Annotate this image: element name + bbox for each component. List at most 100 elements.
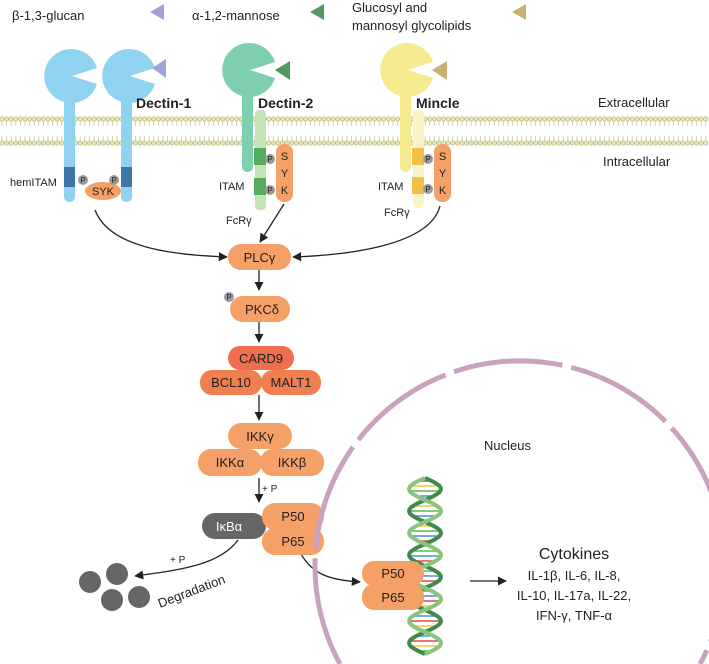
svg-text:P: P [111,176,116,185]
hemitam-motif-left [64,167,75,187]
phospho-icon [265,154,275,164]
legend-label-glycolipids-1: Glucosyl and [352,0,427,15]
svg-text:Y: Y [281,168,289,180]
bcl10-label: BCL10 [211,375,251,390]
mincle-label: Mincle [416,95,460,111]
dectin-1-crd-right [102,48,155,103]
legend: β-1,3-glucan α-1,2-mannose Glucosyl and … [12,0,526,33]
svg-text:P: P [425,185,430,194]
svg-text:P: P [80,176,85,185]
degraded-fragments [79,563,150,611]
arrow-mincle-to-plcg [292,205,441,262]
syk-label: SYK [92,186,115,198]
nuclear-p65-node [362,584,424,610]
ikba-label: IκBα [216,519,243,534]
bcl10-node [200,370,262,395]
itam-motif-1 [254,148,266,165]
svg-text:P: P [425,155,430,164]
mincle-itam-motif-2 [412,177,424,194]
arrow-degradation [134,539,239,580]
cytokines-title: Cytokines [539,546,609,563]
syk-kinase [85,182,121,200]
arrow-dectin2-to-plcg [259,203,285,243]
dectin-2-fcrg-label: FcRγ [226,215,252,227]
dectin-2-receptor: S Y K P P [222,43,293,210]
malt1-node [261,370,321,395]
glycolipid-bound-icon [432,61,447,80]
nuclear-p50-label: P50 [381,566,404,581]
dectin-1-crd-left [44,49,97,103]
phospho-icon [224,292,234,302]
itam-motif-2 [254,178,266,195]
phospho-icon [78,175,88,185]
cytokines-line-3: IFN-γ, TNF-α [536,608,613,623]
svg-text:P: P [267,186,272,195]
glucan-bound-icon [152,59,166,78]
phospho-icon [423,154,433,164]
phospho-plus-label: + P [262,484,278,495]
mannose-bound-icon [275,61,290,80]
p65-node [262,528,324,555]
cell-membrane [0,116,709,146]
legend-label-glucan: β-1,3-glucan [12,8,85,23]
mincle-itam-label: ITAM [378,181,403,193]
svg-text:P: P [267,155,272,164]
mincle-fcrg-label: FcRγ [384,207,410,219]
glycolipid-ligand-icon [512,4,526,20]
cytokines-line-2: IL-10, IL-17a, IL-22, [517,588,631,603]
arrows [94,203,507,586]
ikba-node [202,513,266,539]
ikkg-node [228,423,292,449]
syk-kinase-mincle [434,144,451,202]
cytokines-line-1: IL-1β, IL-6, IL-8, [528,568,621,583]
glucan-ligand-icon [150,4,164,20]
dectin-1-receptor: SYK P P [44,48,166,202]
svg-text:S: S [439,151,446,163]
nucleus-label: Nucleus [484,438,531,453]
dectin-2-label: Dectin-2 [258,95,313,111]
syk-kinase-dectin2 [276,144,293,202]
pkcd-node [230,296,290,322]
svg-text:K: K [439,185,447,197]
arrow-dectin1-to-plcg [94,209,228,262]
nuclear-p65-label: P65 [381,590,404,605]
malt1-label: MALT1 [271,375,312,390]
intracellular-label: Intracellular [603,154,671,169]
ikka-node [198,449,262,476]
svg-text:S: S [281,151,288,163]
ikkb-label: IKKβ [278,455,306,470]
svg-text:K: K [281,185,289,197]
hemitam-label: hemITAM [10,177,57,189]
legend-label-glycolipids-2: mannosyl glycolipids [352,18,472,33]
p50-node [262,503,324,530]
phospho-icon [109,175,119,185]
dectin-1-label: Dectin-1 [136,95,191,111]
mincle-itam-motif-1 [412,148,424,165]
plcg-label: PLCγ [244,250,276,265]
p65-label: P65 [281,534,304,549]
plcg-node [228,244,291,270]
card9-label: CARD9 [239,351,283,366]
dectin-2-itam-label: ITAM [219,181,244,193]
ikkb-node [260,449,324,476]
svg-text:Y: Y [439,168,447,180]
card9-node [228,346,294,370]
phospho-icon [423,184,433,194]
ikka-label: IKKα [216,455,245,470]
dna-helix-icon [407,476,443,656]
dectin-2-crd [222,43,275,97]
legend-label-mannose: α-1,2-mannose [192,8,280,23]
degradation-phospho-label: + P [170,555,186,566]
nuclear-envelope [312,358,709,664]
pkcd-label: PKCδ [245,302,279,317]
degradation-label: Degradation [156,571,227,610]
mannose-ligand-icon [310,4,324,20]
mincle-receptor: S Y K P P [380,43,451,208]
phospho-icon [265,185,275,195]
p50-label: P50 [281,509,304,524]
nuclear-p50-node [362,561,424,586]
extracellular-label: Extracellular [598,95,670,110]
svg-text:P: P [226,293,231,302]
mincle-crd [380,43,433,97]
